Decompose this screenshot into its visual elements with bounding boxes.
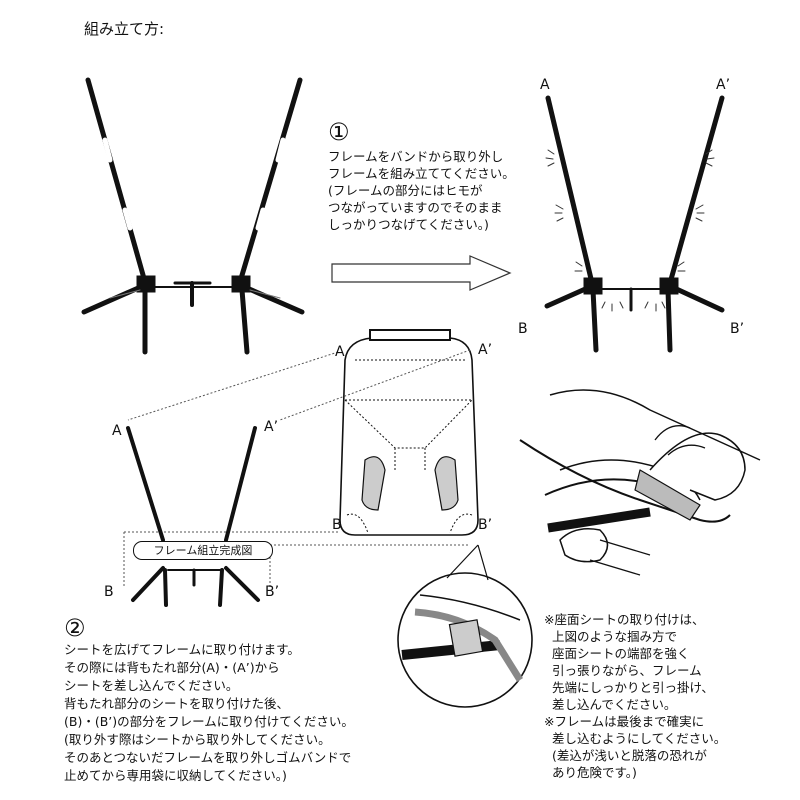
frame-disassembled-illustration: [81, 77, 305, 355]
note-line: 差し込んでください。: [544, 697, 677, 712]
note-line: ※フレームは最後まで確実に: [544, 714, 705, 729]
step-1-line: つながっていますのでそのまま: [328, 200, 503, 215]
seat-attachment-note: ※座面シートの取り付けは、 上図のような掴み方で 座面シートの端部を強く 引っ張…: [544, 611, 726, 781]
label-a-prime-frame: A’: [264, 419, 279, 435]
step-1-number: ①: [328, 118, 350, 146]
note-line: 上図のような掴み方で: [544, 629, 677, 644]
frame-assembled-illustration: [544, 95, 725, 353]
note-line: あり危険です。): [544, 765, 637, 780]
step-2-number: ②: [64, 614, 86, 642]
step-2-line: (取り外す際はシートから取り外してください。: [64, 732, 331, 747]
label-b-prime-frame: B’: [265, 584, 280, 600]
arrow-right-icon: [331, 255, 512, 291]
step-2-line: そのあとつないだフレームを取り外しゴムバンドで: [64, 750, 352, 765]
note-line: ※座面シートの取り付けは、: [544, 612, 705, 627]
step-2-line: (B)・(B’)の部分をフレームに取り付けてください。: [64, 714, 354, 729]
label-a-prime-top-right: A’: [716, 77, 731, 93]
step-2-line: 背もたれ部分のシートを取り付けた後、: [64, 696, 290, 711]
label-b-prime-seat: B’: [478, 517, 493, 533]
label-a-seat: A: [335, 344, 345, 360]
seat-illustration: [339, 329, 479, 536]
label-a-frame: A: [112, 423, 122, 439]
label-a-top-right: A: [540, 77, 550, 93]
detail-zoom-circle: [397, 544, 533, 708]
frame-complete-illustration: [126, 426, 260, 607]
page-title: 組み立て方:: [84, 20, 165, 38]
step-2-instructions: シートを広げてフレームに取り付けます。 その際には背もたれ部分(A)・(A’)か…: [64, 641, 354, 785]
step-1-instructions: フレームをバンドから取り外し フレームを組み立ててください。 (フレームの部分に…: [328, 148, 515, 233]
step-2-line: その際には背もたれ部分(A)・(A’)から: [64, 660, 280, 675]
note-line: (差込が浅いと脱落の恐れが: [544, 748, 707, 763]
frame-complete-label: フレーム組立完成図: [133, 541, 273, 560]
step-1-line: しっかりつなげてください。): [328, 217, 489, 232]
note-line: 座面シートの端部を強く: [544, 646, 690, 661]
step-1-line: (フレームの部分にはヒモが: [328, 183, 483, 198]
step-1-line: フレームをバンドから取り外し: [328, 149, 504, 164]
step-1-line: フレームを組み立ててください。: [328, 166, 515, 181]
label-a-prime-seat: A’: [478, 342, 493, 358]
step-2-line: シートを差し込んでください。: [64, 678, 239, 693]
note-line: 差し込むようにしてください。: [544, 731, 727, 746]
step-2-line: 止めてから専用袋に収納してください。): [64, 768, 287, 783]
note-line: 引っ張りながら、フレーム: [544, 663, 702, 678]
label-b-seat: B: [332, 517, 342, 533]
hand-attaching-seat-illustration: [519, 389, 761, 576]
label-b-prime-top-right: B’: [730, 321, 745, 337]
label-b-frame: B: [104, 584, 114, 600]
step-2-line: シートを広げてフレームに取り付けます。: [64, 642, 300, 657]
label-b-top-right: B: [518, 321, 528, 337]
note-line: 先端にしっかりと引っ掛け、: [544, 680, 714, 695]
